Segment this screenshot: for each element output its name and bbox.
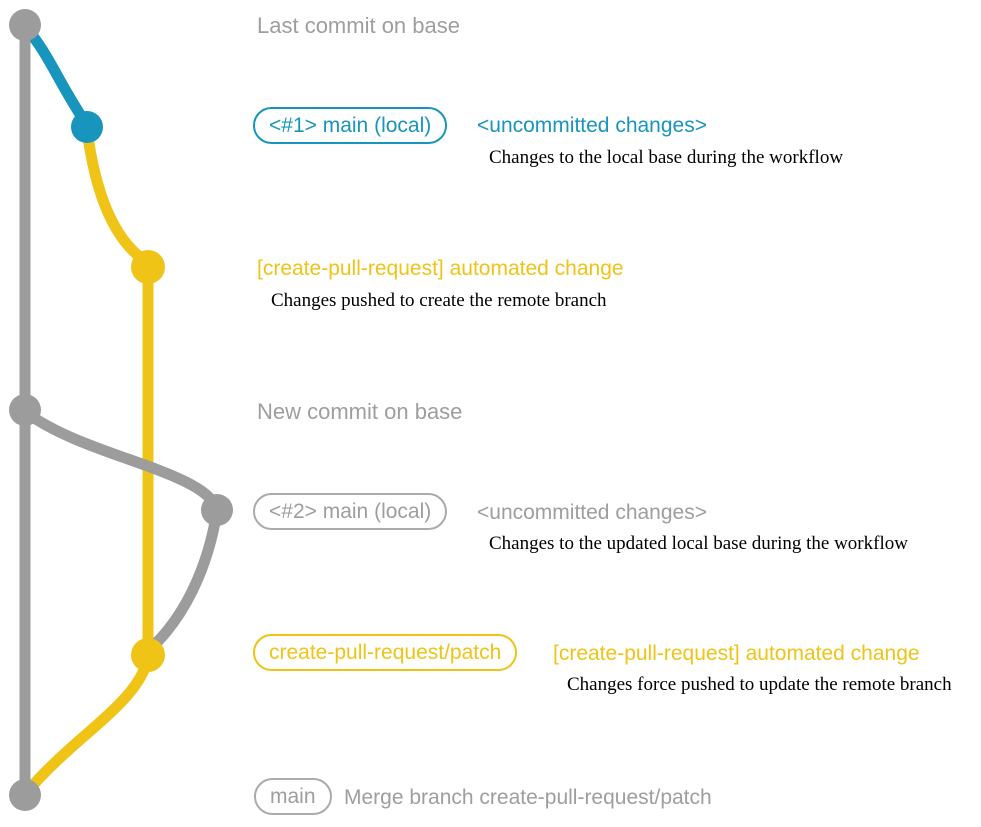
commit-message-uncommitted-2: <uncommitted changes> [477, 501, 707, 524]
last-commit-label: Last commit on base [257, 13, 460, 38]
branch-curve-patch-to-merge [21, 651, 154, 798]
branch-badge-patch: create-pull-request/patch [253, 634, 518, 671]
commit-message-automated-1: [create-pull-request] automated change [257, 257, 624, 280]
branch-curve-local-main-1 [20, 22, 93, 131]
commit-node-local-main-2 [201, 494, 233, 526]
commit-node-local-main-1 [71, 111, 103, 143]
new-commit-label: New commit on base [257, 399, 463, 424]
commit-message-automated-2: [create-pull-request] automated change [553, 642, 920, 665]
commit-node-merge [9, 779, 41, 811]
branch-curve-local-2-to-patch [144, 505, 223, 655]
commit-caption-automated-1: Changes pushed to create the remote bran… [271, 290, 607, 311]
commit-message-merge: Merge branch create-pull-request/patch [344, 786, 712, 809]
commit-caption-uncommitted-1: Changes to the local base during the wor… [489, 147, 844, 168]
commit-node-automated-change-1 [131, 250, 165, 284]
branch-badge-main: main [254, 778, 332, 815]
commit-caption-uncommitted-2: Changes to the updated local base during… [489, 533, 908, 554]
commit-node-new-base [9, 394, 41, 426]
branch-badge-main-local-1: <#1> main (local) [253, 107, 448, 144]
branch-badge-main-local-2: <#2> main (local) [253, 493, 448, 530]
commit-node-automated-change-2 [131, 638, 165, 672]
branch-curve-patch-from-local-1 [81, 124, 154, 269]
commit-node-last-base [9, 9, 41, 41]
branch-curve-local-main-2 [21, 407, 223, 514]
git-graph [9, 9, 233, 811]
commit-message-uncommitted-1: <uncommitted changes> [477, 114, 707, 137]
commit-caption-automated-2: Changes force pushed to update the remot… [567, 674, 952, 695]
